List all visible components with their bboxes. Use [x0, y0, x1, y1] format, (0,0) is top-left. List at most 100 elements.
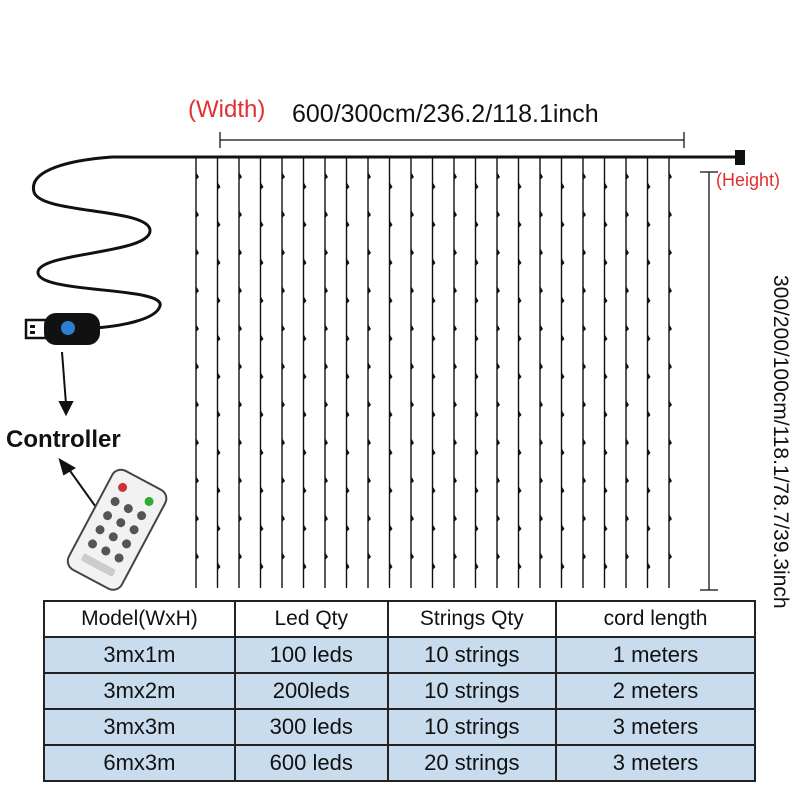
led-bulb — [389, 410, 393, 418]
led-bulb — [497, 248, 500, 256]
led-bulb — [583, 324, 586, 332]
cell-strings-qty: 20 strings — [386, 744, 558, 782]
header-strings-qty: Strings Qty — [386, 600, 558, 638]
led-bulb — [669, 476, 672, 484]
cell-model: 3mx2m — [43, 672, 236, 710]
led-bulb — [432, 410, 436, 418]
led-bulb — [647, 562, 651, 570]
led-bulb — [260, 372, 264, 380]
led-bulb — [626, 400, 629, 408]
led-bulb — [260, 410, 264, 418]
led-bulb — [239, 552, 242, 560]
led-bulb — [303, 220, 307, 228]
led-bulb — [454, 210, 457, 218]
led-bulb — [303, 486, 307, 494]
led-bulb — [561, 296, 565, 304]
led-bulb — [475, 372, 479, 380]
arrow-down-icon — [58, 351, 74, 417]
led-bulb — [325, 362, 328, 370]
led-bulb — [217, 486, 221, 494]
led-bulb — [604, 410, 608, 418]
led-bulb — [260, 448, 264, 456]
led-bulb — [497, 172, 500, 180]
led-bulb — [626, 286, 629, 294]
led-bulb — [368, 362, 371, 370]
led-bulb — [217, 334, 221, 342]
led-bulb — [411, 172, 414, 180]
led-bulb — [217, 410, 221, 418]
led-bulb — [368, 324, 371, 332]
led-bulb — [346, 486, 350, 494]
led-bulb — [282, 362, 285, 370]
led-bulb — [454, 438, 457, 446]
led-bulb — [561, 334, 565, 342]
led-bulb — [282, 210, 285, 218]
arrow-up-icon — [58, 457, 99, 511]
led-bulb — [454, 248, 457, 256]
led-bulb — [303, 524, 307, 532]
led-bulb — [669, 514, 672, 522]
led-bulb — [325, 438, 328, 446]
led-bulb — [346, 524, 350, 532]
led-bulb — [432, 296, 436, 304]
led-bulb — [196, 172, 199, 180]
led-bulb — [497, 438, 500, 446]
led-bulb — [325, 324, 328, 332]
led-bulb — [260, 524, 264, 532]
led-bulb — [325, 476, 328, 484]
led-bulb — [540, 552, 543, 560]
led-bulb — [518, 258, 522, 266]
led-bulb — [368, 286, 371, 294]
led-bulb — [217, 448, 221, 456]
led-bulb — [454, 172, 457, 180]
led-bulb — [497, 324, 500, 332]
led-bulb — [475, 448, 479, 456]
cell-model: 6mx3m — [43, 744, 236, 782]
led-bulb — [454, 362, 457, 370]
led-bulb — [626, 172, 629, 180]
led-bulb — [540, 210, 543, 218]
width-value: 600/300cm/236.2/118.1inch — [292, 100, 599, 128]
led-bulb — [561, 448, 565, 456]
controller-label: Controller — [6, 426, 121, 453]
led-bulb — [647, 524, 651, 532]
led-bulb — [454, 552, 457, 560]
led-bulb — [540, 476, 543, 484]
led-bulb — [561, 562, 565, 570]
led-bulb — [411, 476, 414, 484]
led-bulb — [583, 172, 586, 180]
led-bulb — [561, 182, 565, 190]
table-row: 6mx3m 600 leds 20 strings 3 meters — [43, 744, 756, 782]
led-bulb — [303, 372, 307, 380]
led-bulb — [217, 258, 221, 266]
led-bulb — [540, 324, 543, 332]
led-bulb — [303, 448, 307, 456]
led-bulb — [583, 400, 586, 408]
led-bulb — [303, 182, 307, 190]
led-bulb — [217, 562, 221, 570]
led-bulb — [239, 362, 242, 370]
led-bulb — [432, 258, 436, 266]
led-bulb — [217, 296, 221, 304]
led-bulb — [454, 476, 457, 484]
led-strings — [195, 158, 672, 588]
led-bulb — [475, 258, 479, 266]
led-bulb — [303, 334, 307, 342]
led-bulb — [411, 400, 414, 408]
led-bulb — [432, 524, 436, 532]
led-bulb — [540, 362, 543, 370]
led-bulb — [626, 438, 629, 446]
led-bulb — [196, 438, 199, 446]
led-bulb — [411, 514, 414, 522]
led-bulb — [239, 438, 242, 446]
led-bulb — [368, 552, 371, 560]
led-bulb — [325, 514, 328, 522]
led-bulb — [282, 286, 285, 294]
led-bulb — [282, 400, 285, 408]
led-bulb — [346, 182, 350, 190]
led-bulb — [626, 248, 629, 256]
header-model: Model(WxH) — [43, 600, 236, 638]
led-bulb — [239, 476, 242, 484]
led-bulb — [389, 372, 393, 380]
